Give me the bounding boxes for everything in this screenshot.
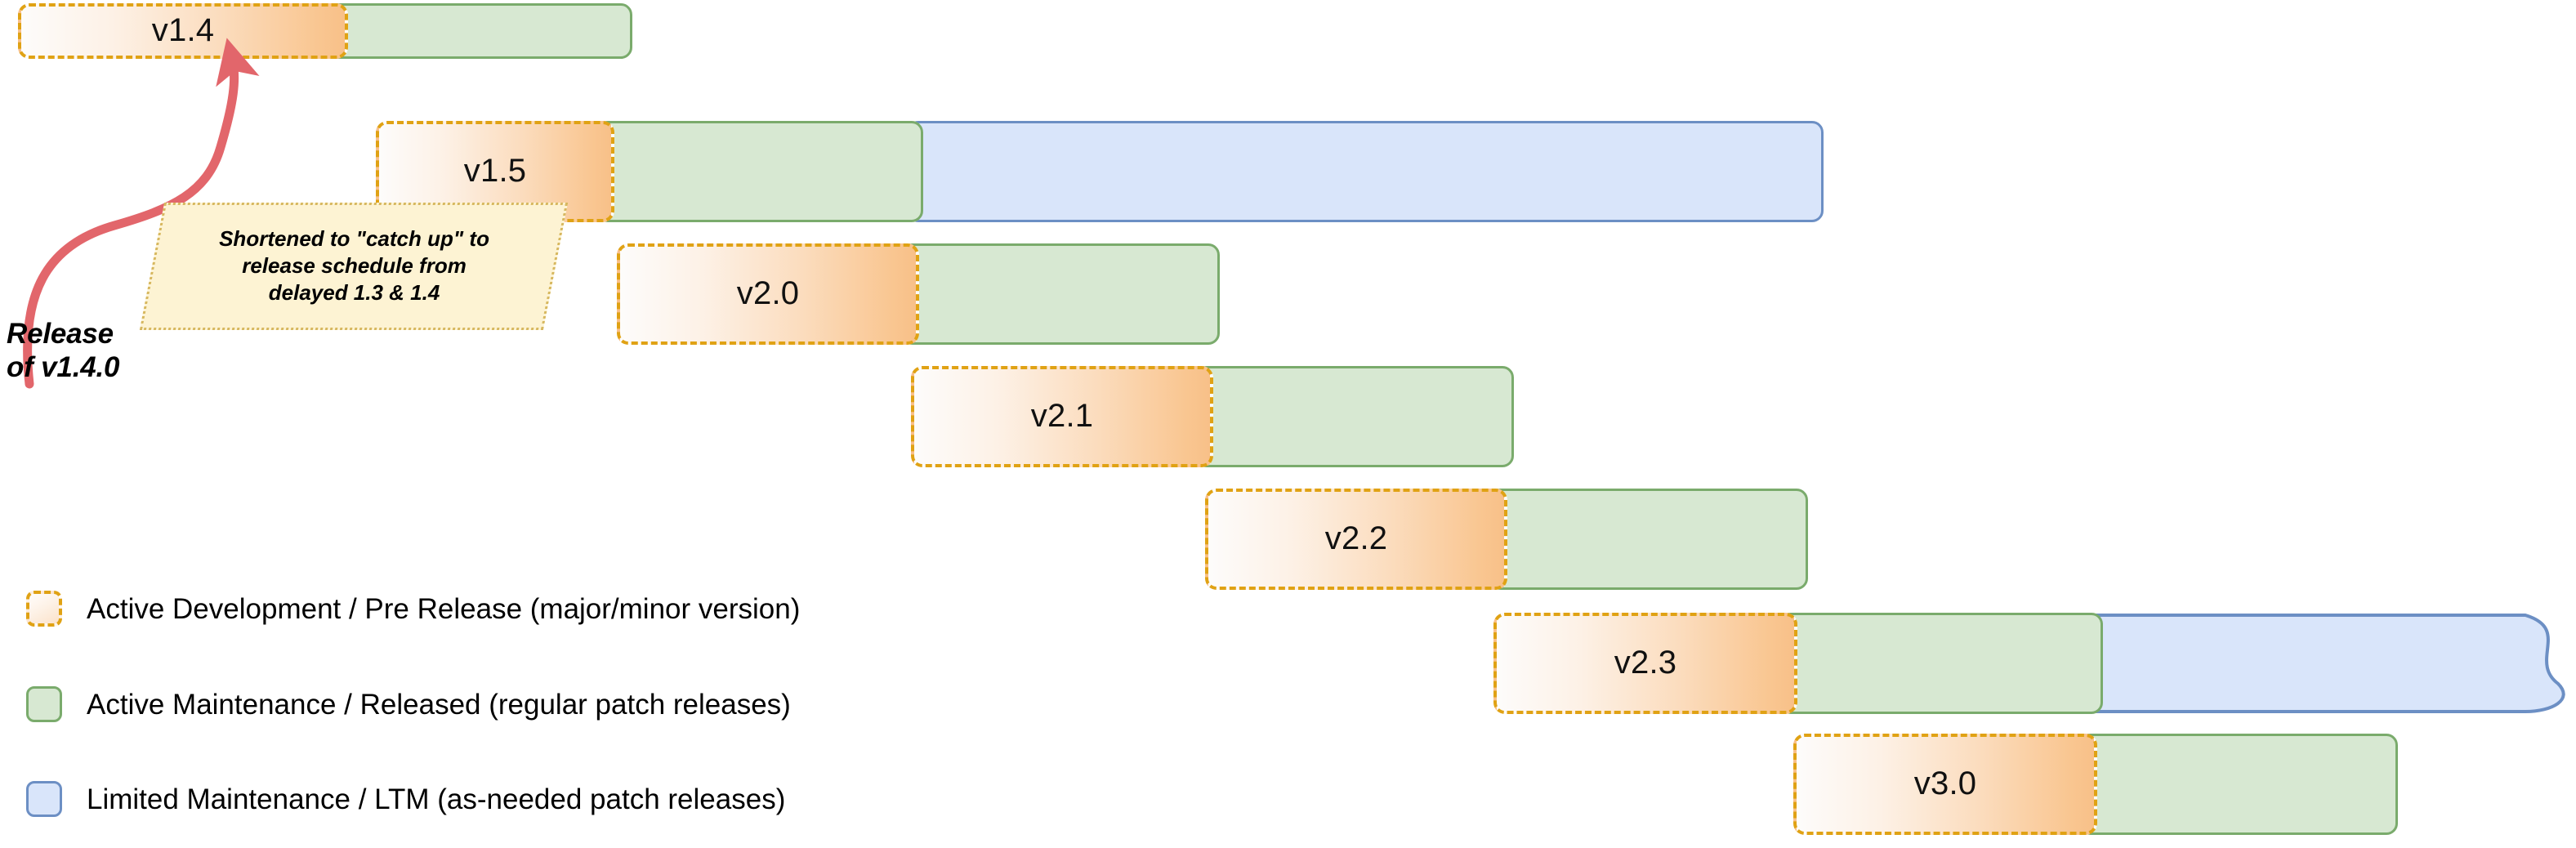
maintenance-segment-v2-3[interactable] bbox=[1779, 613, 2103, 714]
maintenance-segment-v2-1[interactable] bbox=[1195, 366, 1514, 467]
dev-segment-v2-1[interactable]: v2.1 bbox=[911, 366, 1213, 467]
release-annotation-label: Release of v1.4.0 bbox=[7, 318, 120, 384]
timeline-row-v2-1: v2.1 bbox=[0, 366, 2576, 467]
version-label: v2.2 bbox=[1324, 520, 1388, 556]
dev-segment-v2-3[interactable]: v2.3 bbox=[1493, 613, 1797, 714]
callout-note-text: Shortened to "catch up" to release sched… bbox=[218, 226, 489, 306]
ltm-segment-v2-3[interactable] bbox=[2067, 613, 2576, 714]
maintenance-segment-v1-5[interactable] bbox=[596, 121, 923, 222]
version-label: v2.3 bbox=[1614, 644, 1677, 681]
maintenance-segment-v2-2[interactable] bbox=[1489, 489, 1808, 590]
callout-note: Shortened to "catch up" to release sched… bbox=[139, 203, 569, 330]
maintenance-segment-v3-0[interactable] bbox=[2079, 734, 2398, 835]
timeline-row-v1-5: v1.5 bbox=[0, 121, 2576, 222]
timeline-row-v2-0: v2.0 bbox=[0, 243, 2576, 345]
legend-item-maint[interactable]: Active Maintenance / Released (regular p… bbox=[26, 686, 791, 722]
dev-segment-v2-0[interactable]: v2.0 bbox=[617, 243, 919, 345]
legend-label: Active Maintenance / Released (regular p… bbox=[87, 689, 791, 721]
legend-item-dev[interactable]: Active Development / Pre Release (major/… bbox=[26, 591, 800, 627]
legend-label: Limited Maintenance / LTM (as-needed pat… bbox=[87, 783, 786, 815]
legend-label: Active Development / Pre Release (major/… bbox=[87, 593, 801, 625]
version-label: v2.0 bbox=[736, 274, 800, 311]
timeline-row-v2-3: v2.3 bbox=[0, 613, 2576, 714]
dev-segment-v3-0[interactable]: v3.0 bbox=[1793, 734, 2097, 835]
version-label: v1.4 bbox=[151, 11, 215, 48]
timeline-row-v3-0: v3.0 bbox=[0, 734, 2576, 835]
version-label: v2.1 bbox=[1030, 397, 1094, 434]
version-label: v1.5 bbox=[463, 152, 527, 189]
legend-item-ltm[interactable]: Limited Maintenance / LTM (as-needed pat… bbox=[26, 781, 785, 817]
legend-swatch-ltm bbox=[26, 781, 62, 817]
timeline-row-v1-4: v1.4 bbox=[0, 3, 2576, 59]
ltm-segment-v1-5[interactable] bbox=[907, 121, 1824, 222]
maintenance-segment-v1-4[interactable] bbox=[327, 3, 632, 59]
timeline-row-v2-2: v2.2 bbox=[0, 489, 2576, 590]
maintenance-segment-v2-0[interactable] bbox=[901, 243, 1220, 345]
dev-segment-v2-2[interactable]: v2.2 bbox=[1205, 489, 1507, 590]
legend-swatch-maint bbox=[26, 686, 62, 722]
legend-swatch-dev bbox=[26, 591, 62, 627]
version-label: v3.0 bbox=[1913, 765, 1977, 801]
dev-segment-v1-4[interactable]: v1.4 bbox=[18, 3, 348, 59]
